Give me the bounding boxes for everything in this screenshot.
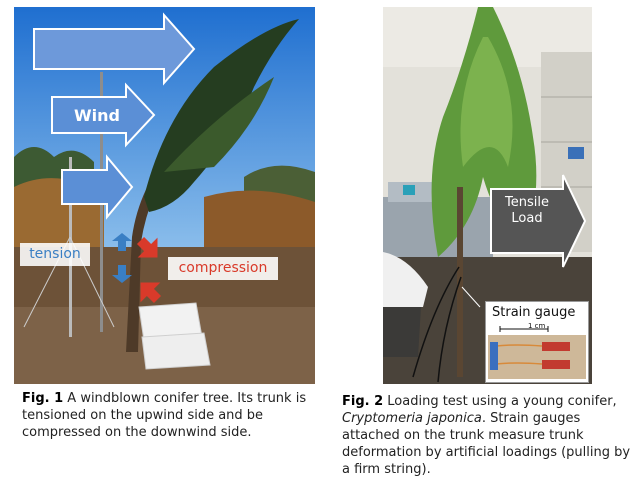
figure1-photo [14,7,315,384]
scale-bar-label: 1 cm [528,322,546,330]
figure1-caption-prefix: Fig. 1 [22,391,64,406]
tensile-label-line1: Tensile [505,195,549,210]
figure2-caption-text-b: . Strain gauges attached on the trunk me… [342,411,631,477]
figure1-caption-text: A windblown conifer tree. Its trunk is t… [22,391,307,440]
strain-gauge-closeup [488,326,586,379]
figure2-caption-text-a: Loading test using a young conifer, [383,394,617,409]
strain-gauge-label: Strain gauge [492,305,576,320]
figure2-caption: Fig. 2 Loading test using a young conife… [342,393,637,478]
compression-label: compression [168,257,278,280]
tension-label: tension [20,243,90,266]
wind-label: Wind [74,106,120,125]
strain-gauge-inset: Strain gauge 1 cm [485,301,589,383]
figure2-caption-prefix: Fig. 2 [342,394,384,409]
tensile-load-label: Tensile Load [494,195,560,227]
tensile-label-line2: Load [511,211,543,226]
figure1-caption: Fig. 1 A windblown conifer tree. Its tru… [22,390,322,441]
figure2-caption-species: Cryptomeria japonica [342,411,482,426]
